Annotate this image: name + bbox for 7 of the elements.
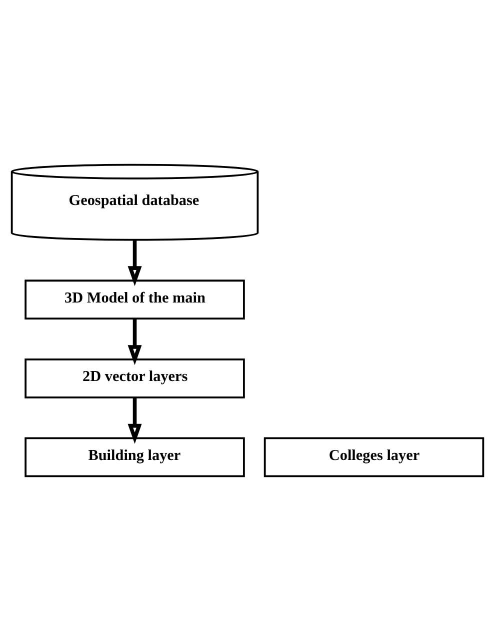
- node-box: Building layer: [24, 437, 245, 478]
- node-box: 2D vector layers: [24, 358, 245, 398]
- arrow: [128, 240, 142, 286]
- node-box: 3D Model of the main: [24, 280, 245, 320]
- arrow: [128, 318, 142, 366]
- node-box: Colleges layer: [264, 437, 484, 478]
- arrow: [128, 398, 142, 444]
